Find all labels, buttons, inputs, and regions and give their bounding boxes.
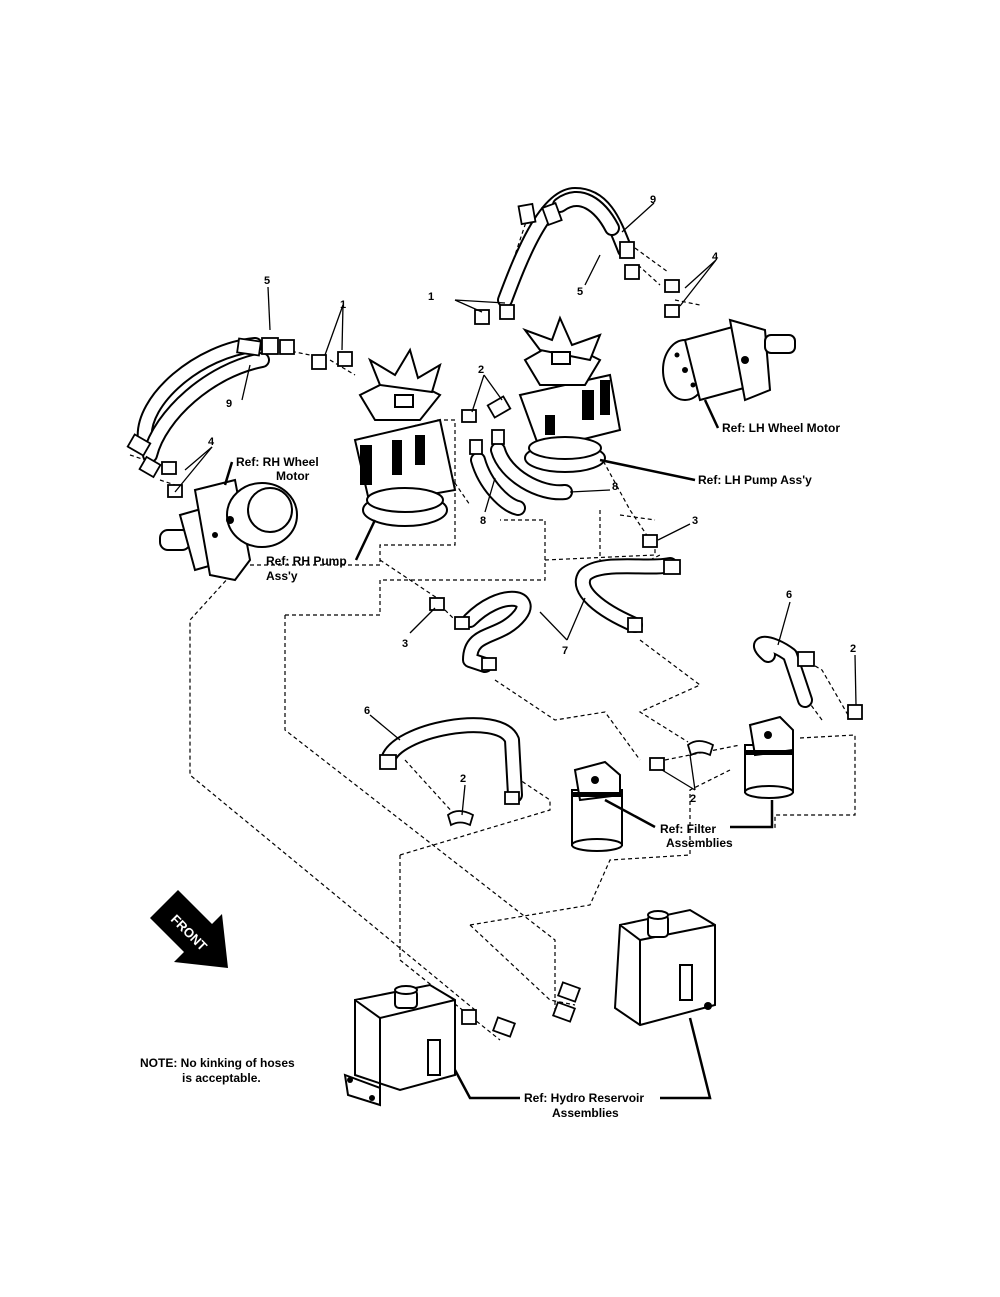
callout-2: 2 — [460, 773, 466, 785]
ref-reservoir-line1: Ref: Hydro Reservoir — [524, 1091, 644, 1105]
callout-4: 4 — [208, 436, 215, 448]
callout-5: 5 — [577, 286, 583, 298]
note-line2: is acceptable. — [182, 1071, 261, 1085]
callout-2: 2 — [850, 643, 856, 655]
rh-wheel-motor — [159, 478, 298, 582]
callout-6: 6 — [364, 705, 370, 717]
ref-reservoir-line2: Assemblies — [552, 1106, 619, 1120]
reference-labels: Ref: LH Wheel Motor Ref: LH Pump Ass'y R… — [236, 421, 840, 1120]
ref-rh-pump-line1: Ref: RH Pump — [266, 554, 347, 568]
ref-lh-wheel-motor: Ref: LH Wheel Motor — [722, 421, 840, 435]
callout-1: 1 — [428, 291, 434, 303]
callout-numbers: 1 1 2 2 2 2 3 3 4 4 5 5 6 6 7 8 8 9 9 — [208, 194, 856, 805]
callout-3: 3 — [692, 515, 698, 527]
front-arrow: FRONT — [150, 890, 228, 968]
ref-filter-line2: Assemblies — [666, 836, 733, 850]
lh-pump — [518, 315, 622, 473]
note-line1: NOTE: No kinking of hoses — [140, 1056, 295, 1070]
callout-8: 8 — [612, 481, 618, 493]
lh-wheel-motor — [662, 318, 796, 402]
ref-rh-wheel-motor-line1: Ref: RH Wheel — [236, 455, 319, 469]
ref-lh-pump: Ref: LH Pump Ass'y — [698, 473, 812, 487]
hoses — [136, 187, 813, 803]
callout-4: 4 — [712, 251, 719, 263]
callout-9: 9 — [650, 194, 656, 206]
ref-rh-wheel-motor-line2: Motor — [276, 469, 310, 483]
ref-filter-line1: Ref: Filter — [660, 822, 716, 836]
callout-8: 8 — [480, 515, 486, 527]
callout-2: 2 — [690, 793, 696, 805]
filter-right — [744, 715, 794, 799]
fittings — [126, 201, 863, 1038]
callout-7: 7 — [562, 645, 568, 657]
note: NOTE: No kinking of hoses is acceptable. — [140, 1056, 295, 1085]
callout-9: 9 — [226, 398, 232, 410]
ref-rh-pump-line2: Ass'y — [266, 569, 298, 583]
rh-pump — [353, 347, 457, 527]
callout-6: 6 — [786, 589, 792, 601]
callout-5: 5 — [264, 275, 270, 287]
leader-lines — [174, 202, 857, 1100]
callout-2: 2 — [478, 364, 484, 376]
reservoir-left — [343, 983, 456, 1107]
reservoir-right — [613, 908, 716, 1027]
front-arrow-icon — [150, 890, 228, 968]
callout-1: 1 — [340, 299, 346, 311]
callout-3: 3 — [402, 638, 408, 650]
filter-left — [571, 760, 623, 852]
